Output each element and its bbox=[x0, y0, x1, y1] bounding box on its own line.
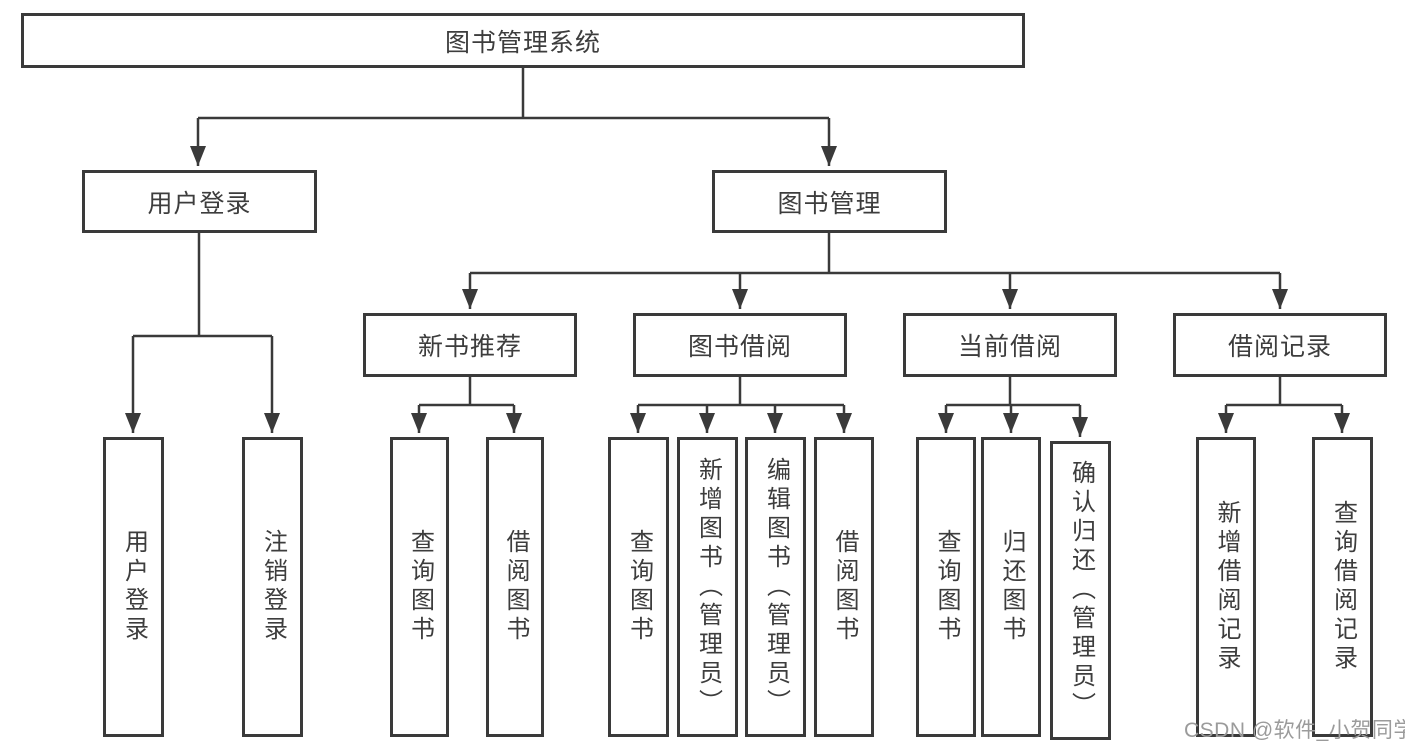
node-label: 新增借阅记录 bbox=[1213, 500, 1240, 674]
node-label: 查询借阅记录 bbox=[1329, 500, 1357, 674]
node-label: 图书借阅 bbox=[687, 333, 792, 361]
node-query-books-recommend: 查询图书 bbox=[390, 437, 449, 737]
node-confirm-return-admin: 确认归还（管理员） bbox=[1050, 441, 1111, 740]
node-label: 用户登录 bbox=[120, 529, 148, 645]
node-label: 当前借阅 bbox=[957, 333, 1062, 361]
node-new-book-recommendation: 新书推荐 bbox=[363, 313, 577, 377]
node-add-borrow-record: 新增借阅记录 bbox=[1196, 437, 1256, 737]
node-label: 查询图书 bbox=[406, 529, 434, 645]
node-label: 查询图书 bbox=[933, 529, 960, 645]
node-label: 图书管理 bbox=[777, 189, 882, 218]
node-borrow-books-recommend: 借阅图书 bbox=[486, 437, 544, 737]
node-label: 图书管理系统 bbox=[444, 28, 601, 57]
node-label: 注销登录 bbox=[259, 529, 287, 645]
node-label: 新书推荐 bbox=[417, 333, 522, 361]
node-book-borrowing: 图书借阅 bbox=[633, 313, 847, 377]
node-borrow-books-borrow: 借阅图书 bbox=[814, 437, 874, 737]
node-current-borrowing: 当前借阅 bbox=[903, 313, 1117, 377]
node-add-books-admin: 新增图书（管理员） bbox=[677, 437, 738, 737]
node-library-management-system: 图书管理系统 bbox=[21, 13, 1025, 68]
node-label: 查询图书 bbox=[625, 529, 653, 645]
node-borrowing-records: 借阅记录 bbox=[1173, 313, 1387, 377]
node-label: 借阅图书 bbox=[831, 529, 858, 645]
node-book-management: 图书管理 bbox=[712, 170, 947, 233]
node-return-books: 归还图书 bbox=[981, 437, 1041, 737]
node-label: 新增图书（管理员） bbox=[694, 456, 722, 718]
node-label: 借阅记录 bbox=[1227, 333, 1332, 361]
node-leaf-logout: 注销登录 bbox=[242, 437, 303, 737]
node-query-borrow-record: 查询借阅记录 bbox=[1312, 437, 1373, 737]
node-label: 归还图书 bbox=[998, 529, 1025, 645]
node-label: 借阅图书 bbox=[502, 529, 529, 645]
node-query-books-borrow: 查询图书 bbox=[608, 437, 669, 737]
node-label: 用户登录 bbox=[147, 189, 252, 218]
node-query-books-current: 查询图书 bbox=[916, 437, 976, 737]
node-leaf-user-login: 用户登录 bbox=[103, 437, 164, 737]
csdn-watermark: CSDN @软件_小贺同学 bbox=[1184, 719, 1405, 742]
node-user-login: 用户登录 bbox=[82, 170, 317, 233]
node-label: 确认归还（管理员） bbox=[1067, 460, 1095, 721]
node-label: 编辑图书（管理员） bbox=[762, 456, 790, 718]
node-edit-books-admin: 编辑图书（管理员） bbox=[745, 437, 806, 737]
